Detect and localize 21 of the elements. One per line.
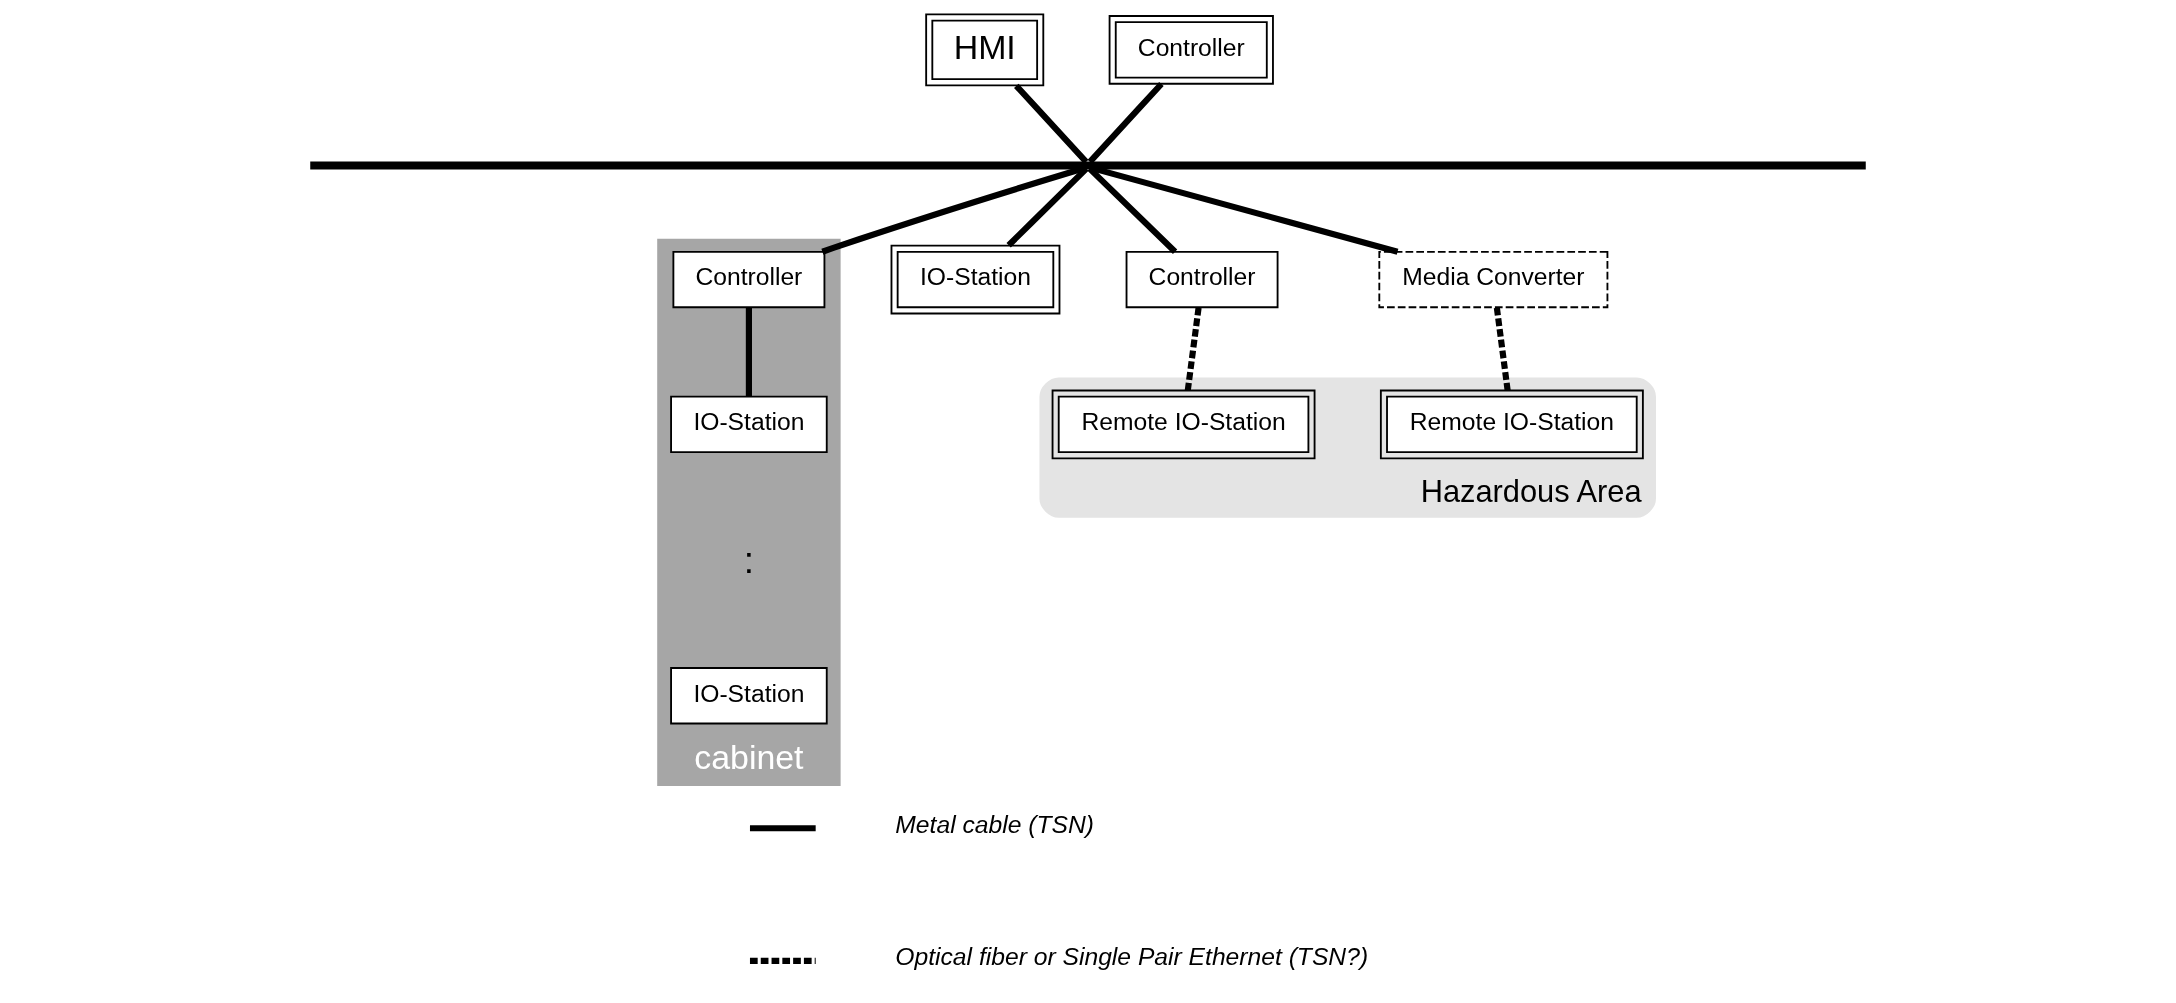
- connector: [1006, 166, 1089, 248]
- label: :: [743, 539, 755, 581]
- legend-label: Metal cable (TSN): [895, 810, 1094, 838]
- connector: [1493, 307, 1511, 391]
- node-box: HMI: [925, 13, 1045, 87]
- legend-label: Optical fiber or Single Pair Ethernet (TSN?): [895, 943, 1369, 971]
- node-bar: [310, 161, 1866, 170]
- connector: [1087, 166, 1178, 254]
- node-box: Remote IO-Station: [1379, 389, 1644, 460]
- node-box: Controller: [672, 250, 826, 309]
- node-box: IO-Station: [670, 667, 828, 725]
- connector: [1184, 307, 1202, 391]
- node-box: IO-Station: [670, 395, 828, 454]
- node-box: Controller: [1108, 15, 1274, 85]
- node-box: Controller: [1125, 250, 1279, 309]
- node-box: Media Converter: [1378, 250, 1609, 309]
- node-box: IO-Station: [890, 244, 1061, 315]
- connector: [745, 307, 752, 397]
- connector: [1087, 81, 1164, 164]
- connector: [1014, 83, 1089, 165]
- node-box: Remote IO-Station: [1051, 389, 1316, 460]
